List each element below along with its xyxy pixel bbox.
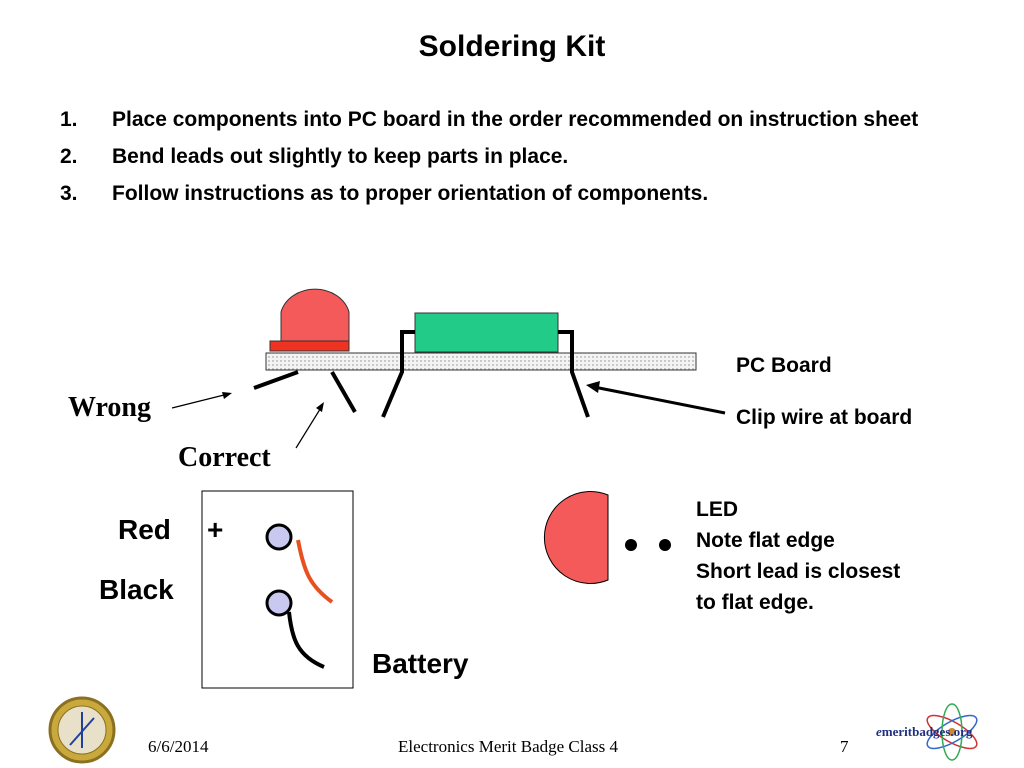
atom-orbit [926, 714, 978, 750]
clip-arrow [593, 385, 726, 415]
wrong-arrowhead [222, 392, 232, 399]
positive-terminal [265, 523, 293, 551]
led-dome [280, 288, 350, 343]
atom-nucleus [948, 728, 956, 736]
led-lead-wrong [253, 370, 299, 390]
clip-arrowhead [586, 381, 600, 393]
wrong-arrow [171, 393, 229, 409]
led-base [269, 340, 350, 352]
wrong-label: Wrong [68, 392, 151, 423]
footer-page-number: 7 [840, 737, 849, 756]
step-number: 3. [60, 182, 78, 205]
led-note-line: to flat edge. [696, 591, 814, 614]
negative-terminal [265, 589, 293, 617]
resistor-lead-left [381, 330, 415, 418]
footer-date: 6/6/2014 [148, 737, 209, 756]
battery-label: Battery [372, 648, 469, 679]
step-text: Follow instructions as to proper orienta… [112, 182, 709, 205]
led-top-view [543, 491, 609, 584]
red-wire [296, 539, 334, 604]
steps-list: 1. Place components into PC board in the… [60, 104, 960, 215]
led-note-line: Short lead is closest [696, 560, 901, 583]
step-number: 2. [60, 145, 78, 168]
battery-box [201, 490, 354, 689]
correct-arrowhead [316, 402, 324, 412]
resistor-body [414, 312, 559, 353]
pc-board-label: PC Board [736, 354, 832, 377]
led-note-line: Note flat edge [696, 529, 835, 552]
step-item: 3. Follow instructions as to proper orie… [60, 178, 960, 209]
atom-logo-icon [926, 714, 978, 750]
led-lead-dot-long [659, 539, 671, 551]
pc-board [265, 352, 697, 371]
led-note-line: LED [696, 498, 738, 521]
step-number: 1. [60, 108, 78, 131]
footer-title: Electronics Merit Badge Class 4 [398, 737, 619, 756]
black-label: Black [99, 574, 174, 605]
step-text: Place components into PC board in the or… [112, 108, 919, 131]
atom-orbit [941, 703, 963, 761]
led-lead-correct [330, 371, 357, 413]
led-note: LED Note flat edge Short lead is closest… [696, 494, 900, 618]
step-text: Bend leads out slightly to keep parts in… [112, 145, 569, 168]
correct-arrow [295, 405, 323, 449]
logo-name: meritbadges.org [881, 724, 973, 739]
logo-prefix: e [876, 724, 882, 739]
red-label: Red [118, 514, 171, 545]
slide-title: Soldering Kit [418, 30, 606, 63]
step-item: 1. Place components into PC board in the… [60, 104, 960, 135]
plus-label: + [207, 514, 224, 545]
clip-wire-label: Clip wire at board [736, 406, 913, 429]
led-lead-dot-short [625, 539, 637, 551]
footer-logo-text: emeritbadges.org [876, 724, 972, 740]
correct-label: Correct [178, 442, 271, 473]
step-item: 2. Bend leads out slightly to keep parts… [60, 141, 960, 172]
black-wire [287, 611, 325, 669]
resistor-lead-right [558, 330, 590, 418]
